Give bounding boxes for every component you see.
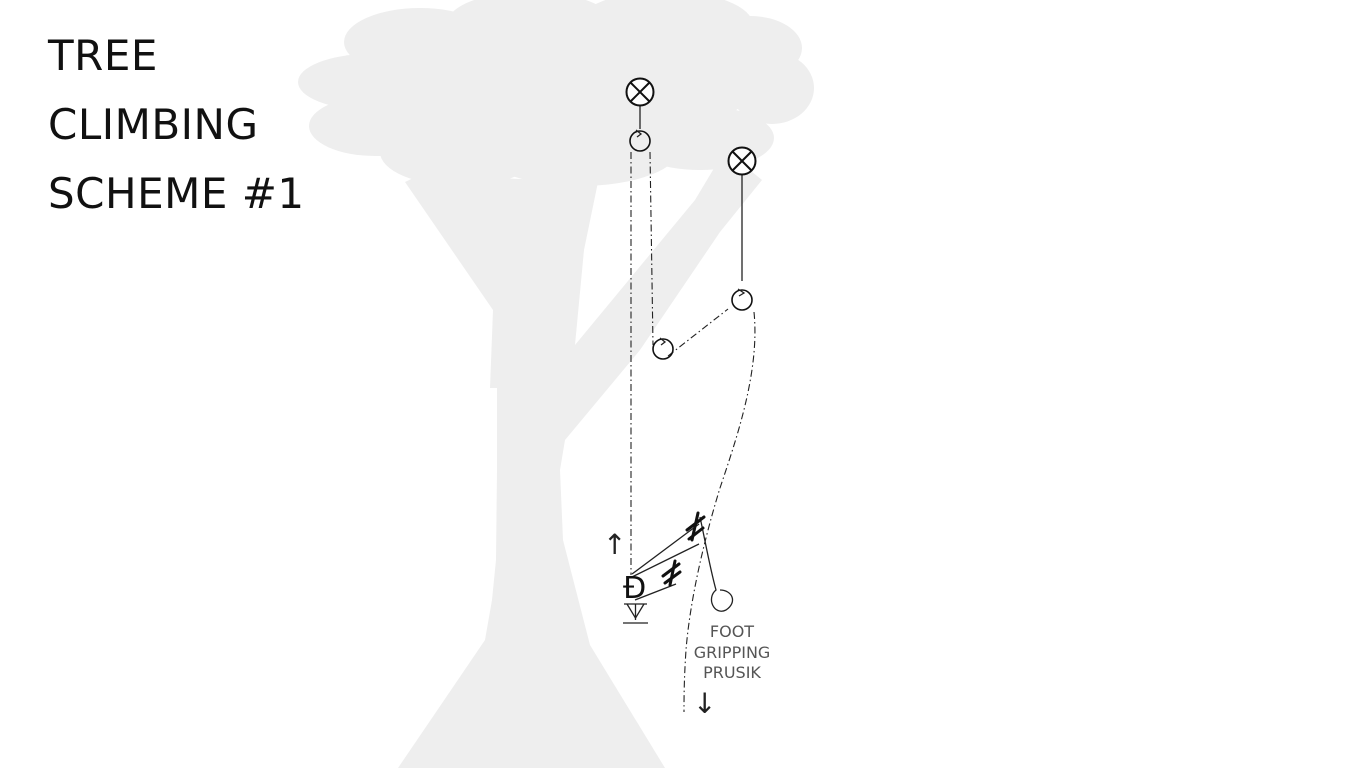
tether-line-upper <box>631 523 700 575</box>
ring-icon <box>652 337 674 360</box>
tether-line-middle <box>631 543 700 578</box>
anchor-icon <box>625 77 655 107</box>
redirect-rope-segment <box>667 308 729 357</box>
tail-rope-segment <box>683 311 756 713</box>
tether-line-lower <box>634 583 677 601</box>
ring-icon <box>629 129 651 152</box>
arrow-down-icon: ↓ <box>693 687 716 720</box>
foot-loop <box>699 516 734 612</box>
page-title: TREE CLIMBING SCHEME #1 <box>48 21 305 228</box>
prusik-knot-icon <box>661 559 682 587</box>
title-line-2: CLIMBING <box>48 100 259 149</box>
title-line-1: TREE <box>48 31 158 80</box>
rope-to-redirect-ring <box>649 151 654 346</box>
foot-label-line-2: GRIPPING <box>694 643 771 662</box>
title-line-3: SCHEME #1 <box>48 169 305 218</box>
climber-legs-icon <box>623 603 648 624</box>
foot-label-line-1: FOOT <box>710 622 754 641</box>
foot-prusik-label: FOOT GRIPPING PRUSIK <box>694 622 771 682</box>
prusik-knot-icon <box>685 511 706 542</box>
harness-icon: Đ <box>623 571 646 606</box>
ring-icon <box>731 288 753 311</box>
foot-label-line-3: PRUSIK <box>703 663 761 682</box>
arrow-up-icon: ↑ <box>603 528 626 561</box>
anchor-icon <box>727 146 757 176</box>
